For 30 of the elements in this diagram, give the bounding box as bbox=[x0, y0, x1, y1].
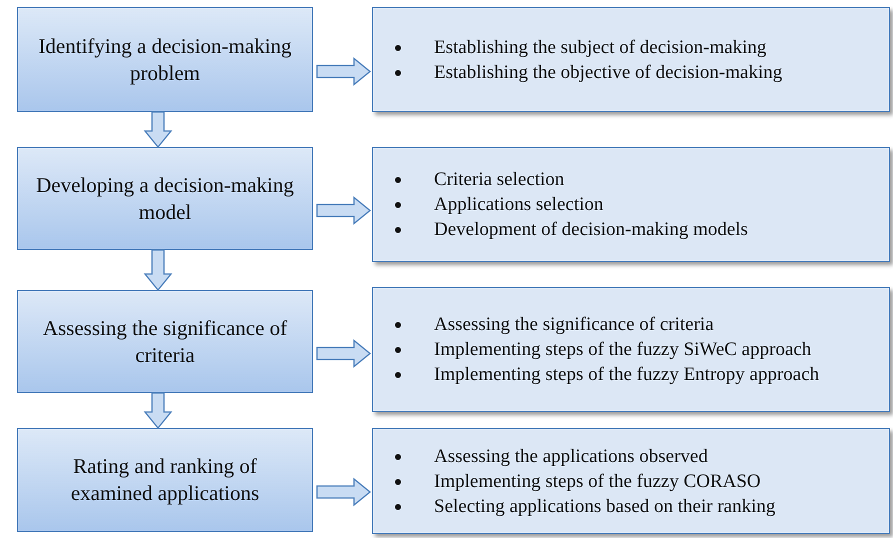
list-item: Assessing the significance of criteria bbox=[434, 313, 714, 337]
list-box bbox=[372, 428, 890, 534]
list-item: Implementing steps of the fuzzy CORASO bbox=[434, 470, 761, 494]
block-arrow bbox=[316, 196, 372, 225]
step-title: Identifying a decision-making problem bbox=[37, 32, 293, 86]
list-item: Implementing steps of the fuzzy SiWeC approach bbox=[434, 338, 812, 362]
list-box bbox=[372, 7, 890, 112]
step-box bbox=[17, 147, 313, 250]
step-title: Rating and ranking of examined applications bbox=[70, 453, 260, 507]
list-item: Development of decision-making models bbox=[434, 218, 748, 242]
list-box bbox=[372, 147, 890, 262]
list-item: Criteria selection bbox=[434, 168, 564, 192]
block-arrow bbox=[144, 111, 172, 148]
list-item: Establishing the subject of decision-making bbox=[434, 36, 766, 60]
block-arrow bbox=[316, 339, 372, 368]
list-item: Assessing the applications observed bbox=[434, 444, 708, 468]
block-arrow bbox=[316, 478, 372, 506]
block-arrow bbox=[316, 57, 372, 86]
block-arrow bbox=[144, 249, 172, 292]
list-item: Implementing steps of the fuzzy Entropy approach bbox=[434, 363, 820, 387]
step-box bbox=[17, 428, 313, 532]
step-title: Developing a decision-making model bbox=[35, 172, 295, 226]
list-item: Selecting applications based on their ranking bbox=[434, 494, 776, 518]
block-arrow bbox=[144, 392, 172, 430]
list-item: Applications selection bbox=[434, 193, 604, 217]
step-title: Assessing the significance of criteria bbox=[42, 314, 288, 368]
list-item: Establishing the objective of decision-making bbox=[434, 60, 782, 84]
list-box bbox=[372, 287, 890, 412]
step-box bbox=[17, 290, 313, 393]
step-box bbox=[17, 7, 313, 112]
